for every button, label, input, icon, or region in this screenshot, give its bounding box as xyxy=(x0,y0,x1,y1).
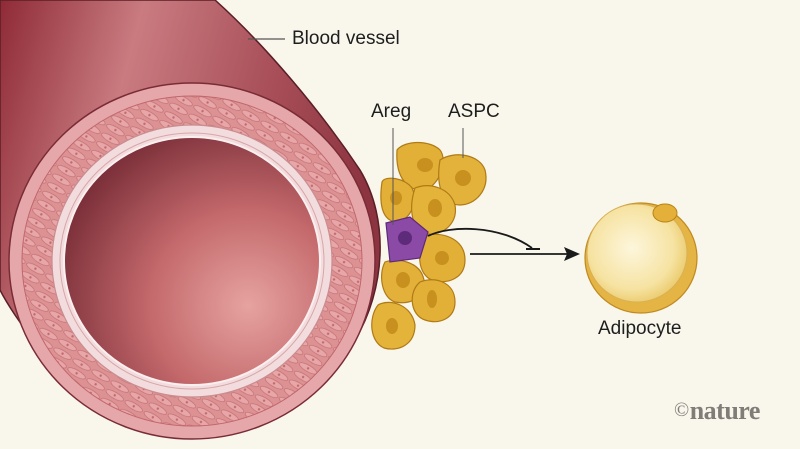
inhibition-arrow xyxy=(427,228,533,249)
areg-nucleus xyxy=(398,231,412,245)
cell-nucleus xyxy=(455,170,471,186)
adipocyte-nucleus xyxy=(652,203,678,223)
adipocyte xyxy=(584,202,698,314)
cell-nucleus xyxy=(390,191,402,205)
endothelial-inner-line xyxy=(59,132,325,390)
copyright-icon: © xyxy=(674,399,689,421)
nature-credit: ©nature xyxy=(674,396,760,426)
aspc-label: ASPC xyxy=(448,101,500,122)
cell-nucleus xyxy=(386,318,398,334)
blood-vessel-label: Blood vessel xyxy=(292,28,400,49)
vessel-lumen xyxy=(63,136,321,386)
arrow-head-icon xyxy=(564,247,580,261)
cell-nucleus xyxy=(396,272,410,288)
aspc-cluster xyxy=(371,141,487,350)
credit-text: nature xyxy=(689,396,761,425)
adipocyte-label: Adipocyte xyxy=(598,318,682,339)
adipocyte-lipid-droplet xyxy=(586,203,688,303)
cell-nucleus xyxy=(435,251,449,265)
cell-nucleus xyxy=(428,199,442,217)
areg-label: Areg xyxy=(371,101,412,122)
areg-cell xyxy=(385,216,429,263)
blood-vessel xyxy=(0,0,381,440)
cell-nucleus xyxy=(417,158,433,172)
cell-nucleus xyxy=(427,290,437,308)
